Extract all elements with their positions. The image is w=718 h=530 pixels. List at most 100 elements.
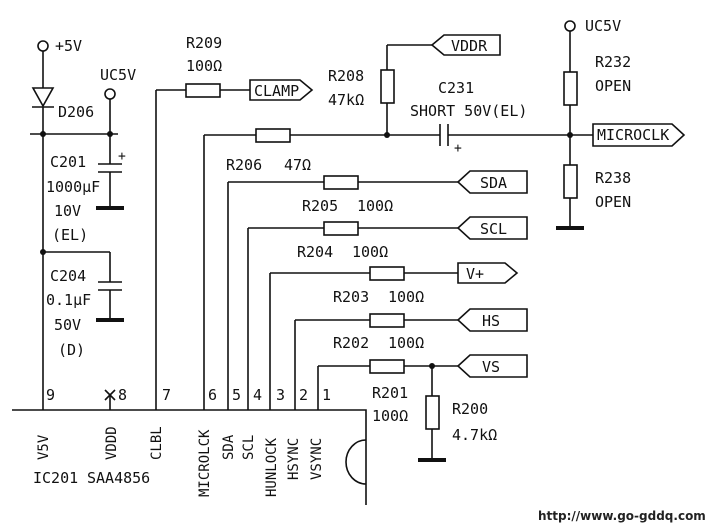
r209-ref: R209 — [186, 34, 222, 52]
scl-label: SCL — [480, 220, 507, 238]
resistor-r238 — [563, 164, 578, 199]
capacitor-c204: C204 0.1μF 50V (D) — [40, 249, 124, 359]
pin-number-3: 3 — [276, 386, 285, 404]
pin-name-sda: SDA — [221, 434, 237, 460]
vplus-connector — [457, 262, 519, 284]
pin-number-5: 5 — [232, 386, 241, 404]
plus5v-terminal: +5V — [37, 37, 82, 88]
r205-ref: R205 — [302, 197, 338, 215]
r203-ref: R203 — [333, 288, 369, 306]
clamp-net: CLAMP R209 100Ω — [155, 34, 314, 410]
c231-ref: C231 — [438, 79, 474, 97]
r238-value: OPEN — [595, 193, 631, 211]
resistor-r200 — [425, 395, 440, 430]
pin8-noconnect — [104, 389, 116, 410]
r208-ref: R208 — [328, 67, 364, 85]
d206-label: D206 — [58, 103, 94, 121]
c201-type: (EL) — [52, 226, 88, 244]
diode-d206: D206 — [31, 87, 94, 134]
clamp-connector — [249, 79, 314, 101]
pin-number-4: 4 — [253, 386, 262, 404]
pin-number-2: 2 — [299, 386, 308, 404]
vddr-connector — [430, 34, 501, 56]
r238-ref: R238 — [595, 169, 631, 187]
pin-name-vsync: VSYNC — [309, 438, 325, 480]
pin-number-9: 9 — [46, 386, 55, 404]
ic-part: SAA4856 — [87, 469, 150, 487]
uc5v-right-label: UC5V — [585, 17, 621, 35]
hs-label: HS — [482, 312, 500, 330]
pin-name-hunlock: HUNLOCK — [264, 437, 280, 497]
microclk-net: + MICROCLK R206 47Ω C231 SHORT 50V(EL) — [203, 79, 686, 410]
c201-value: 1000μF — [46, 178, 100, 196]
vplus-net: V+ R203 100Ω — [269, 262, 519, 410]
pin-number-1: 1 — [322, 386, 331, 404]
vplus-label: V+ — [466, 265, 484, 283]
c201-ref: C201 — [50, 153, 86, 171]
vs-connector — [456, 354, 528, 378]
resistor-r209 — [185, 83, 221, 98]
uc5v-right-net: UC5V R232 OPEN R238 OPEN — [556, 17, 631, 230]
plus5v-label: +5V — [55, 37, 82, 55]
resistor-r203 — [369, 266, 405, 281]
c204-type: (D) — [58, 341, 85, 359]
clamp-label: CLAMP — [254, 82, 299, 100]
r204-value: 100Ω — [352, 243, 388, 261]
r206-ref: R206 — [226, 156, 262, 174]
r209-value: 100Ω — [186, 57, 222, 75]
scl-connector — [456, 216, 528, 240]
sda-connector — [456, 170, 528, 194]
resistor-r208 — [380, 69, 395, 104]
microclk-connector — [592, 123, 686, 147]
c231-spec: SHORT 50V(EL) — [410, 102, 527, 120]
resistor-r201 — [369, 359, 405, 374]
hs-connector — [456, 308, 528, 332]
pin-name-microlck: MICROLCK — [197, 429, 213, 497]
pin-name-vddd: VDDD — [104, 426, 120, 460]
resistor-r204 — [323, 221, 359, 236]
r206-value: 47Ω — [284, 156, 311, 174]
pin-name-v5v: V5V — [36, 434, 52, 460]
c204-value: 0.1μF — [46, 291, 91, 309]
r232-ref: R232 — [595, 53, 631, 71]
pin-name-scl: SCL — [241, 435, 257, 460]
r205-value: 100Ω — [357, 197, 393, 215]
ic201-body: IC201 SAA4856 — [12, 409, 367, 505]
uc5v-left-terminal: UC5V — [100, 66, 136, 134]
sda-label: SDA — [480, 174, 507, 192]
microclk-label: MICROCLK — [597, 126, 669, 144]
svg-text:+: + — [118, 149, 126, 164]
r201-ref: R201 — [372, 384, 408, 402]
r201-value: 100Ω — [372, 407, 408, 425]
resistor-r202 — [369, 313, 405, 328]
resistor-r205 — [323, 175, 359, 190]
r200-value: 4.7kΩ — [452, 426, 497, 444]
r203-value: 100Ω — [388, 288, 424, 306]
c204-ref: C204 — [50, 267, 86, 285]
pin-name-hsync: HSYNC — [286, 438, 302, 480]
sda-net: SDA R205 100Ω — [227, 170, 528, 410]
resistor-r206 — [255, 128, 291, 143]
r204-ref: R204 — [297, 243, 333, 261]
scl-net: SCL R204 100Ω — [247, 216, 528, 410]
r202-ref: R202 — [333, 334, 369, 352]
pin-number-7: 7 — [162, 386, 171, 404]
hs-net: HS R202 100Ω — [294, 308, 528, 410]
c204-voltage: 50V — [54, 316, 81, 334]
ic-ref: IC201 — [33, 469, 78, 487]
r208-value: 47kΩ — [328, 91, 364, 109]
pin-name-clbl: CLBL — [149, 426, 165, 460]
r232-value: OPEN — [595, 77, 631, 95]
vs-label: VS — [482, 358, 500, 376]
svg-text:+: + — [454, 141, 462, 156]
capacitor-c201: + C201 1000μF 10V (EL) — [46, 134, 126, 244]
vs-net: VS R201 100Ω R200 4.7kΩ — [317, 354, 528, 462]
resistor-r232 — [563, 71, 578, 106]
c201-voltage: 10V — [54, 202, 81, 220]
pin-number-6: 6 — [208, 386, 217, 404]
r200-ref: R200 — [452, 400, 488, 418]
r202-value: 100Ω — [388, 334, 424, 352]
pin-number-8: 8 — [118, 386, 127, 404]
uc5v-left-label: UC5V — [100, 66, 136, 84]
